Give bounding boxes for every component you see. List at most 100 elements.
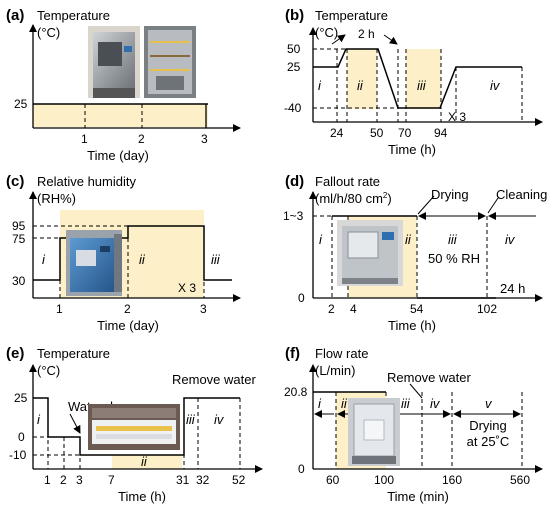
panel-a-highlight (33, 104, 208, 127)
panel-d-yunit: (ml/h/80 cm2) (315, 191, 392, 206)
panel-e-xtick-1: 1 (44, 473, 51, 487)
panel-e-ytick-25: 25 (14, 391, 28, 405)
panel-e-xtick-52: 52 (232, 473, 246, 487)
panel-a-yunit: (°C) (37, 25, 60, 40)
panel-e: (e) Temperature (°C) Water drop Remove w… (6, 345, 263, 504)
panel-d-drying-callout (417, 195, 435, 215)
panel-e-highlight (112, 455, 182, 469)
panel-d-xtick-4: 4 (350, 302, 357, 316)
panel-a-ytick-25: 25 (14, 97, 28, 111)
panel-b-phase-iv: iv (490, 78, 501, 93)
panel-a-ylabel: Temperature (37, 8, 110, 23)
humidity-chamber-photo (66, 230, 122, 296)
panel-c-ytick-95: 95 (12, 219, 26, 233)
panel-c-tag: (c) (6, 173, 24, 190)
panel-f-phase-ii: ii (341, 396, 348, 411)
panel-b-phase-ii: ii (357, 78, 364, 93)
panel-d-xtick-54: 54 (410, 302, 424, 316)
panel-c-yunit: (RH%) (37, 191, 76, 206)
panel-c-phase-i: i (42, 252, 46, 267)
panel-c-ytick-30: 30 (12, 274, 26, 288)
panel-f-ylabel: Flow rate (315, 346, 368, 361)
panel-c-ytick-75: 75 (12, 232, 26, 246)
panel-d-phase-i: i (319, 232, 323, 247)
panel-c-ylabel: Relative humidity (37, 174, 136, 189)
panel-f-xlabel: Time (min) (387, 489, 449, 504)
panel-b-yunit: (°C) (315, 25, 338, 40)
panel-b-xlabel: Time (h) (388, 142, 436, 157)
panel-b-tag: (b) (285, 7, 304, 24)
panel-e-xtick-3: 3 (76, 473, 83, 487)
panel-e-water-drop-arrow (69, 413, 81, 434)
panel-c-phase-ii: ii (139, 252, 146, 267)
panel-a: (a) Temperature (°C) 25 1 2 3 Time (day) (6, 7, 241, 163)
panel-d-tag: (d) (285, 173, 304, 190)
panel-b: (b) Temperature (°C) 2 h 50 25 -40 i ii … (284, 7, 543, 157)
panel-e-ytick-minus10: -10 (9, 448, 27, 462)
panel-f-ytick-20-8: 20.8 (284, 385, 308, 399)
panel-b-2h-arrow-right (383, 34, 398, 45)
panel-d-duration: 24 h (500, 281, 525, 296)
panel-f-xtick-100: 100 (374, 473, 394, 487)
panel-f-drying-label: Drying (469, 418, 507, 433)
panel-e-tag: (e) (6, 345, 24, 362)
panel-b-phase-iii: iii (417, 78, 427, 93)
panel-e-remove-water: Remove water (172, 372, 256, 387)
panel-c-phase-iii: iii (211, 252, 221, 267)
panel-e-phase-ii: ii (141, 454, 148, 469)
panel-b-ytick-25: 25 (287, 60, 301, 74)
panel-e-xtick-32: 32 (196, 473, 210, 487)
panel-d-cleaning-callout (487, 197, 499, 214)
panel-f-ytick-0: 0 (298, 462, 305, 476)
panel-b-2h-label: 2 h (358, 27, 375, 41)
panel-f-xtick-60: 60 (326, 473, 340, 487)
panel-d: (d) Fallout rate (ml/h/80 cm2) Drying Cl… (283, 173, 547, 333)
panel-b-ytick-minus40: -40 (284, 101, 302, 115)
panel-f-tag: (f) (285, 345, 300, 362)
panel-f-phase-i: i (318, 396, 322, 411)
panel-d-ytick-0: 0 (298, 291, 305, 305)
sample-tray-photo (88, 404, 180, 450)
panel-f-xtick-160: 160 (442, 473, 462, 487)
panel-d-phase-iv: iv (505, 232, 516, 247)
panel-b-highlight-ii (347, 49, 377, 109)
panel-f-xtick-560: 560 (510, 473, 530, 487)
panel-b-xtick-70: 70 (398, 126, 412, 140)
panel-f-phase-iv: iv (430, 396, 441, 411)
panel-e-phase-iv: iv (214, 412, 225, 427)
panel-f-remove-water: Remove water (387, 370, 471, 385)
panel-e-xtick-2: 2 (60, 473, 67, 487)
fallout-chamber-photo (337, 220, 403, 286)
panel-d-phase-iii: iii (448, 232, 458, 247)
flow-chamber-photo (348, 398, 400, 466)
panel-b-ytick-50: 50 (287, 42, 301, 56)
panel-d-ylabel: Fallout rate (315, 174, 380, 189)
panel-d-drying-label: Drying (431, 187, 469, 202)
panel-c-repeat: X 3 (178, 281, 196, 295)
panel-a-xtick-2: 2 (138, 132, 145, 146)
panel-b-temp-profile (313, 48, 522, 109)
environmental-chamber-exterior-photo (88, 26, 140, 98)
panel-d-cleaning-label: Cleaning (496, 187, 547, 202)
panel-e-yunit: (°C) (37, 363, 60, 378)
panel-b-highlight-iii (406, 49, 441, 109)
panel-d-yunit-end: ) (387, 191, 391, 206)
panel-f-remove-water-callout (409, 383, 423, 399)
panel-c-xtick-2: 2 (124, 302, 131, 316)
panel-a-xlabel: Time (day) (87, 148, 149, 163)
panel-c-xtick-1: 1 (56, 302, 63, 316)
panel-d-ytick-1to3: 1~3 (283, 209, 304, 223)
panel-c: (c) Relative humidity (RH%) 95 75 30 i i… (6, 173, 241, 333)
panel-d-rh-label: 50 % RH (428, 251, 480, 266)
panel-b-ylabel: Temperature (315, 8, 388, 23)
panel-d-phase-ii: ii (405, 232, 412, 247)
panel-e-phase-i: i (37, 412, 41, 427)
panel-d-xlabel: Time (h) (388, 318, 436, 333)
panel-b-xtick-94: 94 (434, 126, 448, 140)
panel-b-xtick-24: 24 (330, 126, 344, 140)
panel-e-phase-iii: iii (186, 412, 196, 427)
panel-f-phase-v: v (485, 396, 493, 411)
panel-d-xtick-2: 2 (328, 302, 335, 316)
panel-f-phase-iii: iii (401, 396, 411, 411)
